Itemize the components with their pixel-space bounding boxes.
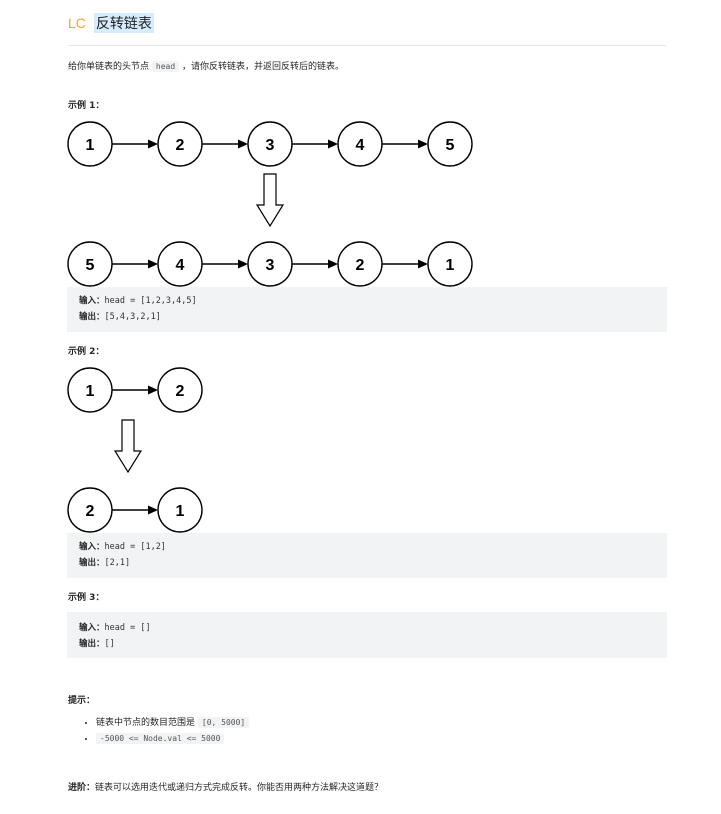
list-node-value: 1 bbox=[446, 257, 455, 274]
problem-header: LC 反转链表 bbox=[68, 13, 154, 33]
list-node-value: 5 bbox=[86, 257, 95, 274]
list-node-value: 2 bbox=[176, 137, 185, 154]
problem-description: 给你单链表的头节点 head ，请你反转链表，并返回反转后的链表。 bbox=[68, 61, 345, 72]
example-1-diagram: 1 2 3 4 5 5 4 3 2 1 bbox=[67, 121, 473, 287]
link-arrowhead bbox=[148, 505, 158, 515]
advanced-note: 进阶：链表可以选用迭代或递归方式完成反转。你能否用两种方法解决这道题？ bbox=[68, 783, 384, 793]
list-node-value: 1 bbox=[176, 503, 185, 520]
problem-title[interactable]: 反转链表 bbox=[93, 13, 154, 33]
link-arrowhead bbox=[328, 139, 338, 149]
hints-title: 提示： bbox=[68, 696, 96, 706]
list-node bbox=[67, 487, 113, 533]
link-arrowhead bbox=[418, 139, 428, 149]
example-1-output: [5,4,3,2,1] bbox=[104, 312, 161, 322]
hint-item: -5000 <= Node.val <= 5000 bbox=[96, 731, 249, 747]
list-node-value: 4 bbox=[176, 257, 185, 274]
list-node bbox=[337, 241, 383, 287]
example-2-label: 示例 2： bbox=[68, 347, 105, 357]
example-1-label: 示例 1： bbox=[68, 101, 105, 111]
example-3-output: [] bbox=[104, 639, 115, 649]
divider bbox=[68, 45, 666, 46]
link-arrowhead bbox=[148, 385, 158, 395]
example-2-transform-arrow bbox=[113, 419, 143, 474]
list-node-value: 1 bbox=[86, 383, 95, 400]
link-arrowhead bbox=[238, 259, 248, 269]
link-arrowhead bbox=[238, 139, 248, 149]
list-node-value: 2 bbox=[86, 503, 95, 520]
down-arrow-icon bbox=[113, 419, 143, 474]
list-node bbox=[337, 121, 383, 167]
link-arrowhead bbox=[148, 259, 158, 269]
example-1-input: head = [1,2,3,4,5] bbox=[104, 296, 197, 306]
list-node bbox=[157, 367, 203, 413]
link-arrowhead bbox=[418, 259, 428, 269]
example-1-transform-arrow bbox=[255, 173, 285, 228]
example-3-label: 示例 3： bbox=[68, 593, 105, 603]
example-2-io: 输入：head = [1,2] 输出：[2,1] bbox=[67, 533, 667, 578]
example-1-io: 输入：head = [1,2,3,4,5] 输出：[5,4,3,2,1] bbox=[67, 287, 667, 332]
list-node-value: 2 bbox=[356, 257, 365, 274]
hints-list: 链表中节点的数目范围是 [0, 5000] -5000 <= Node.val … bbox=[68, 715, 250, 747]
list-node-value: 5 bbox=[446, 137, 455, 154]
list-node bbox=[67, 121, 113, 167]
list-node-value: 1 bbox=[86, 137, 95, 154]
list-node bbox=[67, 241, 113, 287]
example-1-before-list: 1 2 3 4 5 bbox=[67, 121, 473, 167]
lc-tag: LC bbox=[68, 15, 86, 31]
list-node bbox=[157, 241, 203, 287]
example-2-input: head = [1,2] bbox=[104, 542, 166, 552]
list-node bbox=[427, 121, 473, 167]
list-node-value: 4 bbox=[356, 137, 365, 154]
head-code: head bbox=[151, 61, 180, 72]
down-arrow-icon bbox=[255, 173, 285, 228]
list-node bbox=[157, 121, 203, 167]
hint-item: 链表中节点的数目范围是 [0, 5000] bbox=[96, 715, 250, 731]
list-node-value: 3 bbox=[266, 257, 275, 274]
list-node bbox=[247, 241, 293, 287]
list-node bbox=[67, 367, 113, 413]
list-node-value: 3 bbox=[266, 137, 275, 154]
link-arrowhead bbox=[328, 259, 338, 269]
example-3-input: head = [] bbox=[104, 623, 151, 633]
list-node-value: 2 bbox=[176, 383, 185, 400]
list-node bbox=[427, 241, 473, 287]
link-arrowhead bbox=[148, 139, 158, 149]
example-3-io: 输入：head = [] 输出：[] bbox=[67, 612, 667, 658]
example-2-output: [2,1] bbox=[104, 558, 131, 568]
list-node bbox=[247, 121, 293, 167]
list-node bbox=[157, 487, 203, 533]
example-1-after-list: 5 4 3 2 1 bbox=[67, 241, 473, 287]
